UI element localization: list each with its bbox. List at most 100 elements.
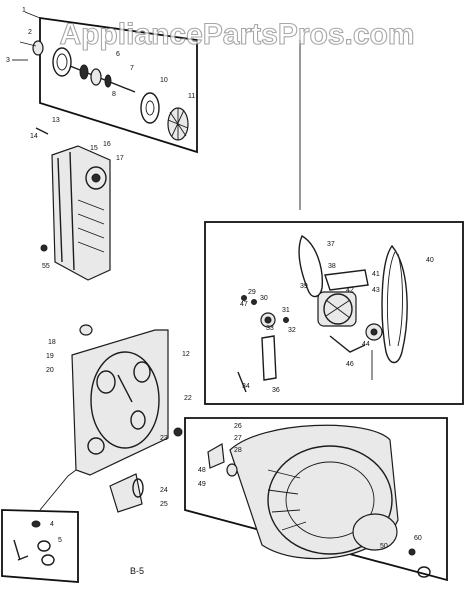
callout-7: 7 bbox=[130, 65, 134, 72]
bolt bbox=[241, 295, 247, 301]
bushing bbox=[90, 68, 102, 86]
dryer-drum bbox=[207, 424, 431, 578]
drum-screw bbox=[408, 548, 416, 556]
callout-30: 30 bbox=[260, 295, 268, 302]
callout-15: 15 bbox=[90, 145, 98, 152]
blower-assembly-box bbox=[39, 16, 198, 154]
small-ring-1 bbox=[37, 540, 51, 552]
shaft-nut bbox=[32, 40, 44, 56]
blower-plate bbox=[52, 47, 72, 77]
callout-23: 23 bbox=[160, 435, 168, 442]
bulkhead-hole-4 bbox=[87, 437, 105, 455]
callout-47: 47 bbox=[240, 301, 248, 308]
belt-40 bbox=[381, 244, 408, 364]
motor-belt-box bbox=[204, 221, 464, 405]
callout-37: 37 bbox=[327, 241, 335, 248]
idler-arm bbox=[261, 335, 277, 381]
callout-8: 8 bbox=[112, 91, 116, 98]
bulkhead-hole-2 bbox=[133, 361, 151, 383]
callout-2: 2 bbox=[28, 29, 32, 36]
washer-small bbox=[251, 299, 257, 305]
housing-opening bbox=[85, 166, 107, 190]
callout-17: 17 bbox=[116, 155, 124, 162]
drum-bracket bbox=[207, 443, 225, 469]
motor-clip bbox=[329, 335, 366, 353]
drum-roller bbox=[226, 463, 238, 477]
belt-40-ribs bbox=[386, 251, 403, 347]
callout-28: 28 bbox=[234, 447, 242, 454]
front-bulkhead bbox=[39, 324, 183, 513]
callout-26: 26 bbox=[234, 423, 242, 430]
housing-opening-center bbox=[91, 173, 101, 183]
housing-seal bbox=[57, 151, 75, 271]
drum-baffles bbox=[267, 469, 307, 531]
drum-box bbox=[184, 417, 448, 582]
small-parts-box bbox=[1, 509, 79, 583]
page-label: B-5 bbox=[130, 566, 144, 576]
pulley-wheel-center bbox=[264, 316, 272, 324]
motor-assembly bbox=[317, 269, 383, 380]
callout-39: 39 bbox=[300, 283, 308, 290]
callout-14: 14 bbox=[30, 133, 38, 140]
drum-inner-ring bbox=[285, 461, 375, 539]
callout-33: 33 bbox=[266, 325, 274, 332]
callout-36: 36 bbox=[272, 387, 280, 394]
housing-ribs bbox=[77, 199, 105, 253]
blower-disc bbox=[140, 92, 160, 124]
callout-49: 49 bbox=[198, 481, 206, 488]
drum-front-opening bbox=[267, 445, 393, 555]
bulkhead-grommet bbox=[79, 324, 93, 336]
callout-60: 60 bbox=[414, 535, 422, 542]
callout-29: 29 bbox=[248, 289, 256, 296]
bulkhead-hole-1 bbox=[96, 370, 116, 394]
callout-42: 42 bbox=[346, 287, 354, 294]
leader-line bbox=[24, 11, 41, 19]
callout-24: 24 bbox=[160, 487, 168, 494]
callout-13: 13 bbox=[52, 117, 60, 124]
callout-5: 5 bbox=[58, 537, 62, 544]
callout-41: 41 bbox=[372, 271, 380, 278]
watermark-text: AppliancePartsPros.com bbox=[59, 18, 414, 51]
bearing bbox=[79, 64, 89, 80]
leader-line bbox=[19, 41, 37, 47]
callout-19: 19 bbox=[46, 353, 54, 360]
drum-washer bbox=[417, 566, 431, 578]
callout-27: 27 bbox=[234, 435, 242, 442]
callout-44: 44 bbox=[362, 341, 370, 348]
small-pin bbox=[13, 539, 29, 561]
callout-31: 31 bbox=[282, 307, 290, 314]
screw bbox=[35, 127, 49, 135]
drive-belt bbox=[298, 235, 408, 364]
callout-16: 16 bbox=[103, 141, 111, 148]
bulkhead-panel bbox=[71, 329, 169, 476]
bulkhead-bracket bbox=[117, 374, 133, 403]
capacitor-end bbox=[132, 478, 144, 498]
blower-wheel-fins bbox=[167, 108, 189, 140]
callout-34: 34 bbox=[242, 383, 250, 390]
blower-plate-hub bbox=[56, 53, 68, 71]
callout-11: 11 bbox=[188, 93, 195, 100]
callout-18: 18 bbox=[48, 339, 56, 346]
callout-50: 50 bbox=[380, 543, 388, 550]
idler-pulley-center bbox=[370, 328, 378, 336]
callout-43: 43 bbox=[372, 287, 380, 294]
screw-small bbox=[283, 317, 289, 323]
callout-25: 25 bbox=[160, 501, 168, 508]
wire-lead bbox=[39, 469, 77, 511]
callout-1: 1 bbox=[22, 7, 26, 14]
drum-seal bbox=[352, 513, 398, 551]
pulley-and-idler bbox=[237, 295, 289, 393]
pin bbox=[237, 371, 247, 393]
motor-mount-bracket bbox=[324, 269, 369, 291]
belt-37 bbox=[298, 235, 323, 298]
callout-46: 46 bbox=[346, 361, 354, 368]
callout-38: 38 bbox=[328, 263, 336, 270]
callout-32: 32 bbox=[288, 327, 296, 334]
callout-48: 48 bbox=[198, 467, 206, 474]
callout-22: 22 bbox=[184, 395, 192, 402]
callout-55: 55 bbox=[42, 263, 50, 270]
housing-screw bbox=[40, 244, 48, 252]
callout-12: 12 bbox=[182, 351, 190, 358]
